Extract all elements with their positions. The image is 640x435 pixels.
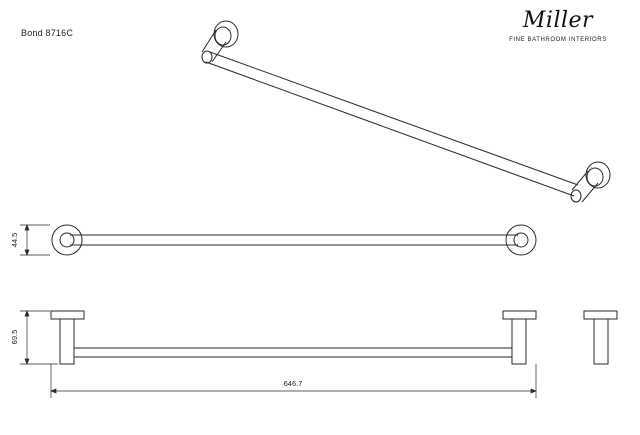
depth-dimension bbox=[20, 224, 50, 256]
top-left-plate bbox=[51, 224, 83, 256]
top-right-plate bbox=[505, 224, 537, 256]
side-plate bbox=[583, 310, 618, 320]
top-view bbox=[51, 224, 537, 256]
depth-label: 44.5 bbox=[10, 233, 19, 248]
perspective-rail bbox=[205, 51, 579, 197]
height-label: 69.5 bbox=[10, 330, 19, 345]
brand-tagline: FINE BATHROOM INTERIORS bbox=[509, 37, 607, 43]
height-dimension bbox=[20, 310, 58, 365]
length-dimension bbox=[50, 364, 537, 398]
perspective-view bbox=[201, 20, 611, 203]
brand-block: Miller FINE BATHROOM INTERIORS bbox=[506, 8, 610, 43]
brand-logo: Miller bbox=[522, 8, 594, 33]
front-rail bbox=[74, 347, 512, 358]
front-right-plate bbox=[502, 310, 537, 320]
front-left-plate bbox=[50, 310, 85, 320]
front-view bbox=[50, 310, 537, 365]
top-rail bbox=[70, 234, 518, 246]
length-label: 646.7 bbox=[284, 379, 303, 388]
model-code: Bond 8716C bbox=[21, 28, 74, 38]
side-view bbox=[583, 310, 618, 365]
right-wall-plate bbox=[585, 161, 611, 189]
